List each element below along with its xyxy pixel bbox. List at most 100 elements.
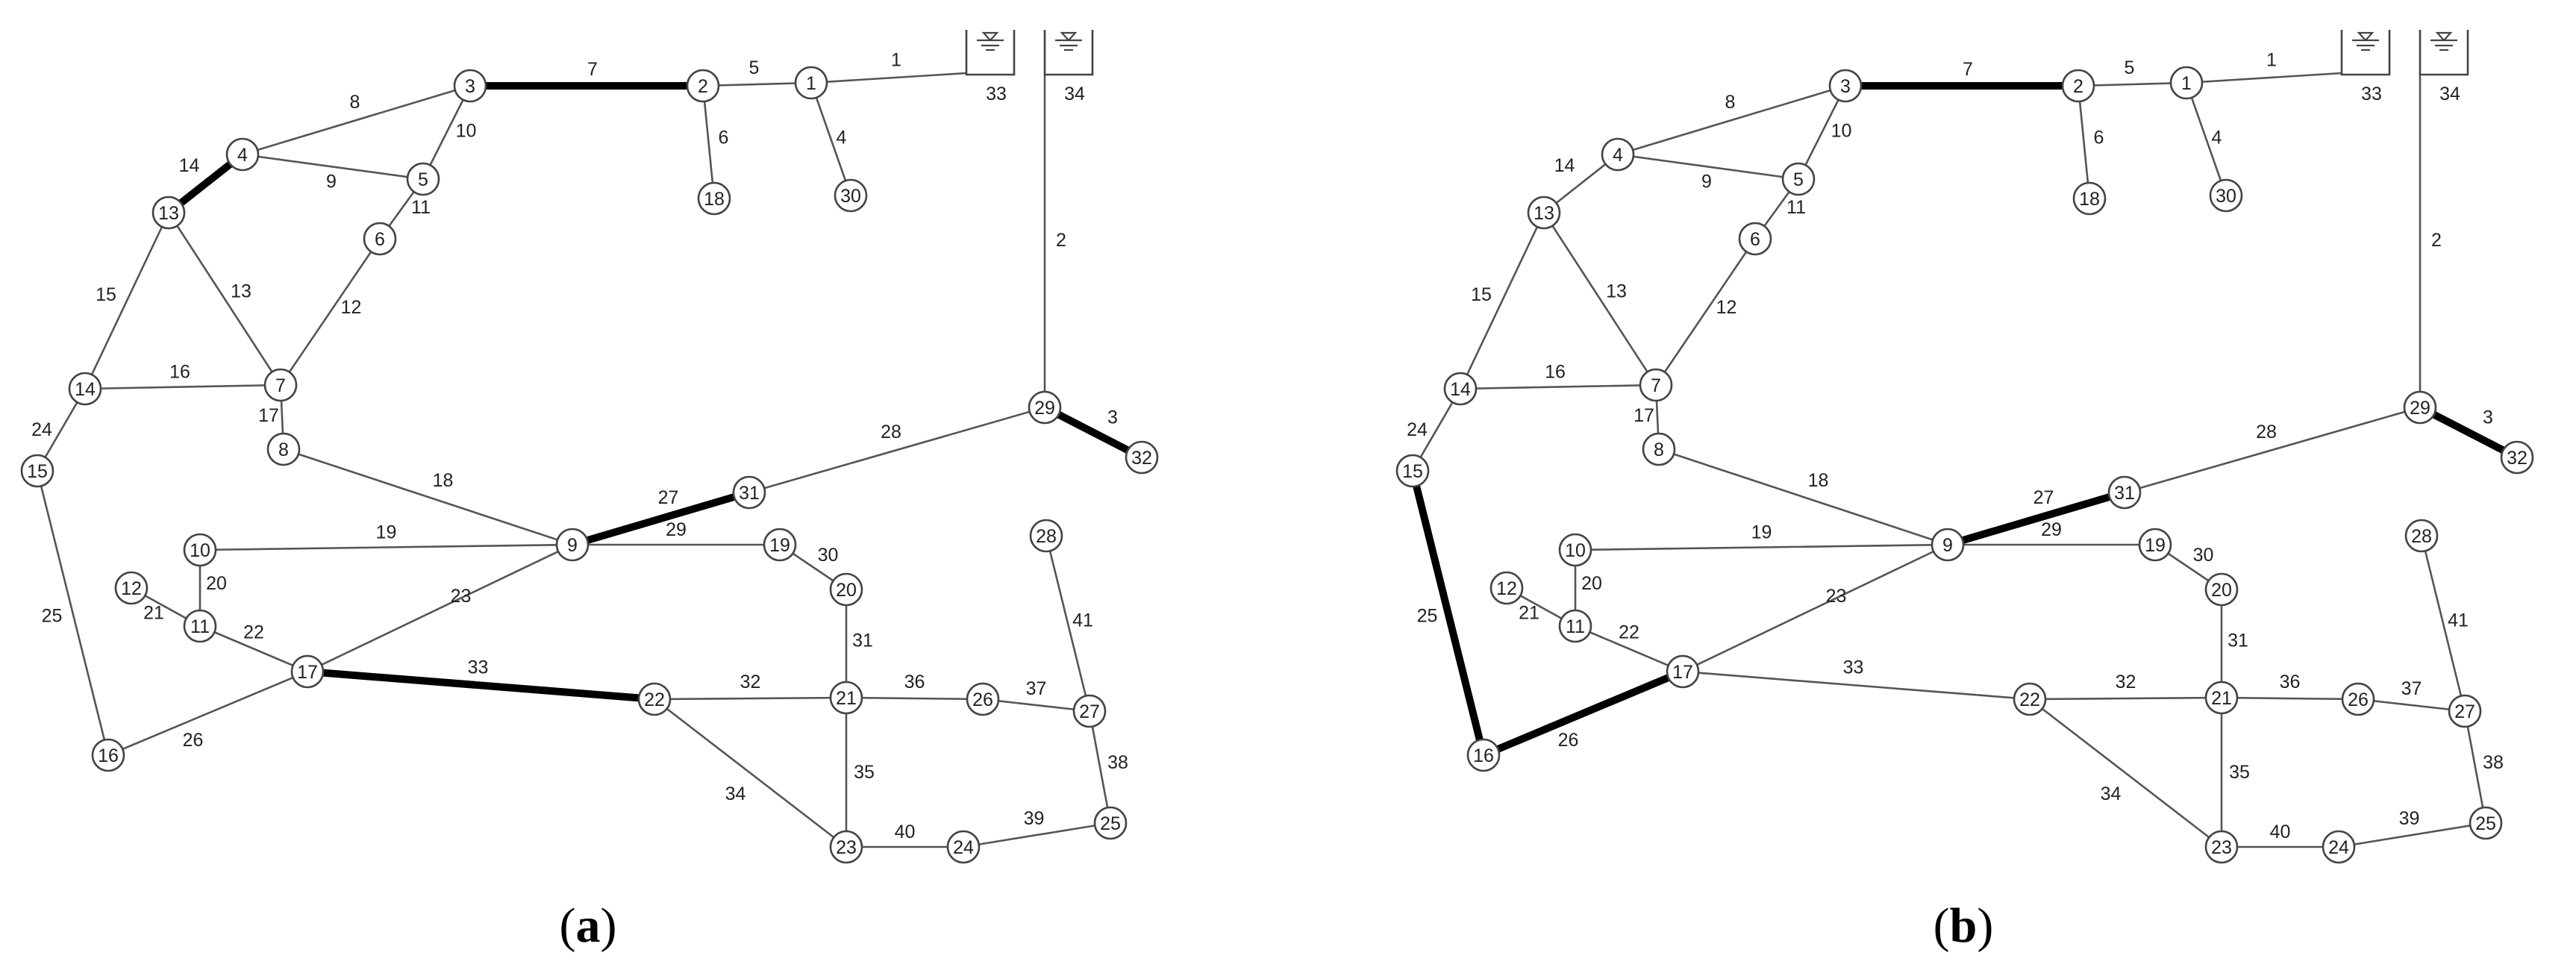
tank-body [2340,30,2391,76]
node-label-20: 20 [836,580,857,601]
pipe-label-8: 8 [350,92,360,113]
pipe-label-12: 12 [341,297,362,318]
node-circle [1931,528,1965,562]
node-label-18: 18 [2079,189,2100,210]
pipe-41 [1045,534,1091,713]
pipe-label-29: 29 [2041,519,2062,540]
node-circle [20,454,54,488]
node-8: 8 [1642,432,1676,466]
node-circle [2204,572,2239,607]
pipe-37 [981,698,1091,713]
tank-33: 33 [2340,30,2391,104]
node-circle [763,528,797,562]
pipe-label-20: 20 [206,573,227,594]
pipe-label-5: 5 [749,57,760,78]
node-label-4: 4 [237,145,248,166]
node-label-30: 30 [2216,186,2236,207]
pipe-12 [279,237,381,387]
node-label-3: 3 [465,76,475,97]
node-11: 11 [183,609,217,643]
node-label-3: 3 [1840,76,1851,97]
pipe-label-1: 1 [2266,50,2277,71]
node-circle [555,528,590,562]
node-circle [2500,440,2534,475]
node-21: 21 [2204,681,2239,715]
pipe-label-19: 19 [1751,522,1772,543]
pipe-label-24: 24 [31,419,52,440]
node-circle [946,830,981,864]
node-label-1: 1 [806,73,816,94]
node-label-2: 2 [698,76,708,97]
pipe-label-16: 16 [169,362,190,383]
node-26: 26 [966,682,1000,716]
node-label-22: 22 [644,689,665,710]
node-circle [829,572,863,607]
node-circle [266,432,301,466]
node-circle [1781,162,1816,196]
node-label-24: 24 [2328,837,2349,858]
node-2: 2 [686,69,720,103]
node-circle [637,682,672,716]
pipe-22 [1574,625,1684,673]
pipe-label-17: 17 [258,405,279,426]
node-10: 10 [1558,533,1592,567]
pipe-label-38: 38 [1107,752,1128,773]
node-27: 27 [1072,694,1107,728]
node-4: 4 [225,137,260,172]
pipe-label-14: 14 [1554,155,1575,176]
node-23: 23 [829,830,863,864]
tank-label-34: 34 [2439,84,2460,104]
caption-letter: b [1950,898,1978,953]
node-circle [151,196,186,230]
node-14: 14 [68,372,102,406]
pipe-label-11: 11 [1786,197,1806,218]
node-label-23: 23 [2211,837,2232,858]
pipe-label-7: 7 [1963,59,1973,80]
node-label-27: 27 [2454,701,2475,722]
node-label-21: 21 [836,688,857,709]
pipe-label-39: 39 [1024,808,1045,829]
water-level-triangle-icon [2435,31,2453,42]
pipe-19 [1574,543,1949,551]
pipe-6 [701,84,716,200]
node-circle [966,682,1000,716]
node-8: 8 [266,432,301,466]
pipe-32 [2028,696,2223,701]
node-label-27: 27 [1079,701,1100,722]
node-circle [1466,738,1501,772]
water-level-triangle-icon [981,31,999,42]
pipe-4 [810,81,852,197]
node-28: 28 [2404,519,2439,553]
node-label-12: 12 [1496,578,1517,599]
node-circle [794,66,828,100]
pipe-label-19: 19 [376,522,397,543]
node-14: 14 [1443,372,1478,406]
node-1: 1 [2169,66,2204,100]
node-label-19: 19 [769,535,790,556]
tank-label-33: 33 [2361,84,2382,104]
node-circle [834,178,868,213]
node-circle [68,372,102,406]
pipe-label-38: 38 [2483,752,2504,773]
panel-b: 1234567891011121314151617181920212223242… [1395,30,2534,953]
pipe-label-2: 2 [1056,230,1066,251]
node-circle [1395,454,1430,488]
pipe-label-4: 4 [837,128,847,148]
node-circle [2204,681,2239,715]
node-label-24: 24 [953,837,974,858]
caption-open-paren: ( [560,898,576,953]
pipe-label-13: 13 [231,281,251,302]
node-29: 29 [2403,390,2437,425]
panel-caption-a: (a) [560,898,617,953]
node-13: 13 [1527,196,1561,230]
node-label-10: 10 [190,540,210,561]
node-circle [1601,137,1635,172]
pipe-25-highlighted [1409,467,1487,759]
pipe-label-18: 18 [1808,470,1829,491]
pipe-36 [2220,696,2360,701]
pipe-label-31: 31 [852,631,873,651]
node-label-29: 29 [2410,398,2430,419]
node-20: 20 [2204,572,2239,607]
node-label-14: 14 [1450,379,1471,400]
